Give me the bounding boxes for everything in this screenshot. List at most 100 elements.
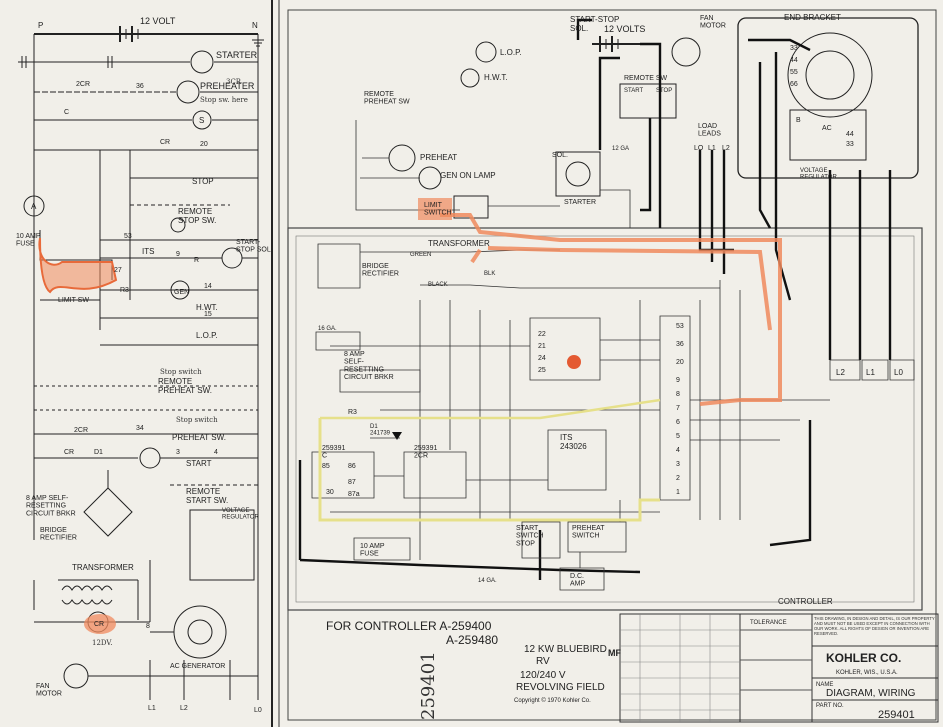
- lop-switch-symbol: [475, 41, 497, 63]
- contact-label: C: [64, 109, 69, 116]
- part-no-label: PART NO.: [816, 703, 844, 709]
- starter-label: STARTER: [216, 50, 258, 60]
- contact-label: 3: [176, 449, 180, 456]
- contact-label: 20: [200, 141, 208, 148]
- fan-motor-symbol: [63, 663, 89, 689]
- contact-label: 53: [124, 233, 132, 240]
- ac-generator-symbol: [173, 605, 227, 659]
- contact-label: 36: [136, 83, 144, 90]
- terminal-number: 6: [676, 419, 680, 426]
- side-mark: MF: [608, 648, 621, 658]
- gen-on-lamp-symbol: [418, 166, 442, 190]
- highlighted-relay-spot: [567, 355, 581, 369]
- tb2-number: 25: [538, 367, 546, 374]
- contact-label: 4: [214, 449, 218, 456]
- limit-sw-label: LIMIT SW: [58, 297, 89, 304]
- terminal-number: 20: [676, 359, 684, 366]
- diode-d1-symbol: [392, 432, 402, 440]
- ammeter-label: A: [31, 202, 37, 211]
- start-sol-label: START-STOP SOL.: [236, 239, 273, 254]
- handwritten-note: Stop switch: [176, 416, 218, 424]
- limit-switch-highlight: [418, 198, 452, 220]
- battery-label: 12 VOLT: [140, 16, 176, 26]
- terminal-number: 2: [676, 475, 680, 482]
- sol-label: SOL.: [552, 152, 568, 159]
- starter-label-right: STARTER: [564, 199, 596, 206]
- load-lead-l2: L2: [722, 145, 730, 152]
- name-field-label: NAME: [816, 682, 833, 688]
- terminal-number: 1: [676, 489, 680, 496]
- contact-label: 9: [176, 251, 180, 258]
- end-bracket: [737, 17, 919, 179]
- ground-symbol: [252, 34, 264, 47]
- reg-terminal-b: B: [796, 117, 801, 124]
- reg-terminal-ac: AC: [822, 125, 832, 132]
- end-terminal-66: 66: [790, 81, 798, 88]
- c-coil-symbol: [139, 447, 161, 469]
- gauge-16ga-label: 16 GA.: [318, 326, 337, 332]
- end-terminal-55: 55: [790, 69, 798, 76]
- terminal-number: 8: [676, 391, 680, 398]
- end-bracket-label: END BRACKET: [784, 13, 841, 22]
- model-line-3: 120/240 V: [520, 670, 566, 681]
- gen-on-lamp-label: GEN ON LAMP: [440, 171, 496, 180]
- relay-pin-86: 86: [348, 463, 356, 470]
- s-coil-symbol: [192, 110, 212, 130]
- blk-wire-label: BLK: [484, 271, 495, 277]
- terminal-number: 7: [676, 405, 680, 412]
- ladder-schematic: [18, 26, 264, 700]
- big-terminal-l2: L2: [836, 368, 845, 377]
- preheat-element-symbol: [388, 144, 416, 172]
- gen-lamp-symbol: [170, 280, 190, 300]
- terminal-number: 5: [676, 433, 680, 440]
- terminal-number: 53: [676, 323, 684, 330]
- gen-label: GEN: [174, 289, 189, 296]
- terminal-number: 36: [676, 341, 684, 348]
- fan-motor-symbol-right: [671, 37, 701, 67]
- handwritten-note: Stop sw. here: [200, 96, 248, 104]
- handwritten-note: Stop switch: [160, 368, 202, 376]
- end-bracket-regulator: [789, 109, 867, 161]
- cr-note: 12DV.: [92, 639, 112, 647]
- cr-coil-label: CR: [94, 621, 104, 628]
- contact-label: 34: [136, 425, 144, 432]
- battery-label-right: 12 VOLTS: [604, 24, 645, 34]
- preheat-sw-label: PREHEAT SW.: [172, 433, 226, 442]
- hwt-switch-symbol: [460, 68, 480, 88]
- relay-pin-30: 30: [326, 489, 334, 496]
- terminal-number: 4: [676, 447, 680, 454]
- ladder-bridge-rectifier: [83, 470, 133, 537]
- drawing-name: DIAGRAM, WIRING: [826, 688, 916, 699]
- big-terminal-l0: L0: [894, 368, 903, 377]
- company-sub: KOHLER, WIS., U.S.A.: [836, 670, 898, 676]
- yellow-highlight-wire: [318, 418, 660, 522]
- contact-label: R: [194, 257, 199, 264]
- contact-label: 14: [204, 283, 212, 290]
- starter-motor-symbol: [190, 50, 214, 74]
- model-line-1: 12 KW BLUEBIRD: [524, 644, 607, 655]
- r3-label: R3: [348, 409, 357, 416]
- gauge-14ga-label: 14 GA.: [478, 578, 497, 584]
- transformer-label: TRANSFORMER: [72, 563, 134, 572]
- terminal-number: 3: [676, 461, 680, 468]
- tolerance-label: TOLERANCE: [750, 620, 787, 626]
- gauge-12ga-label: 12 GA: [612, 146, 629, 152]
- controller-enclosure: [287, 227, 923, 611]
- reg-terminal-33: 33: [846, 141, 854, 148]
- lop-label-right: L.O.P.: [500, 48, 522, 57]
- handwritten-note: 3CR: [226, 78, 242, 86]
